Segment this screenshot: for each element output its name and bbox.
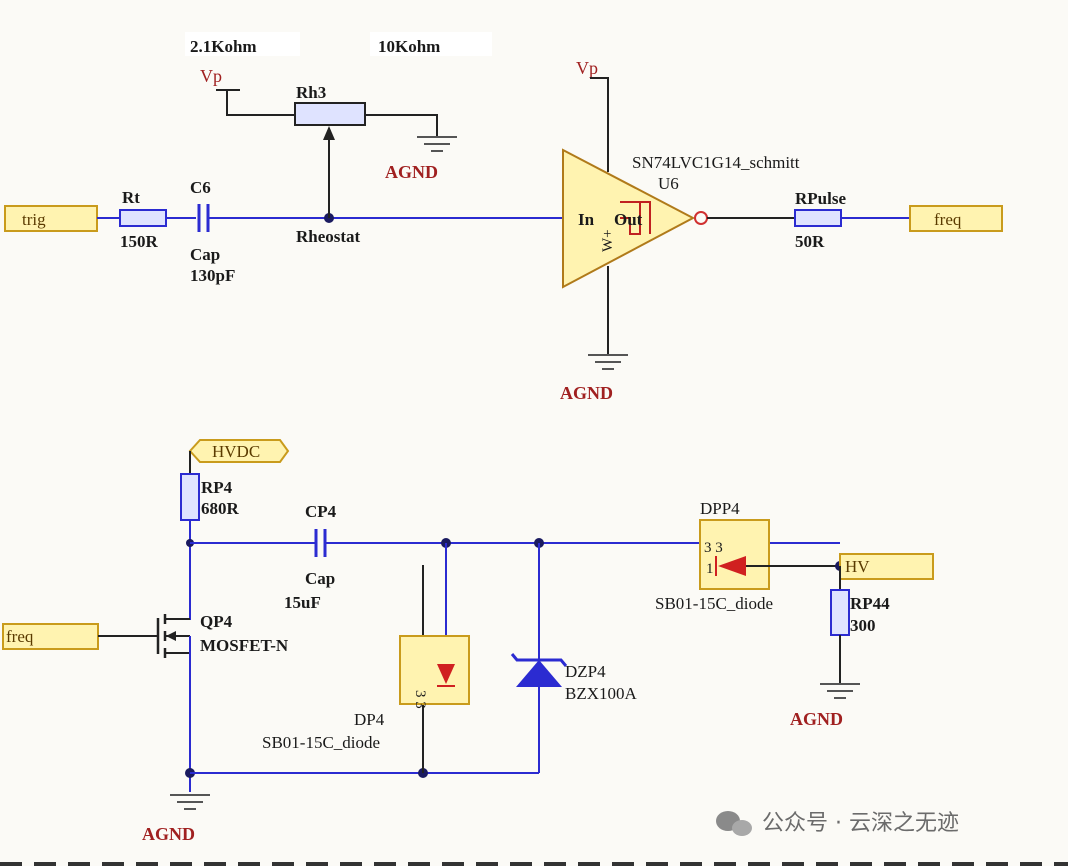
agnd-rh3-label: AGND <box>385 162 438 182</box>
value-note-box-left <box>185 32 300 56</box>
dpp4-part: SB01-15C_diode <box>655 594 773 613</box>
watermark-text: 公众号 · 云深之无迹 <box>762 811 959 836</box>
wire-rh3-agnd <box>365 114 438 137</box>
resistor-rpulse <box>794 209 842 227</box>
wechat-logo-icon <box>716 811 752 836</box>
u6-pin-out: Out <box>614 210 643 229</box>
diode-dp4 <box>399 635 470 705</box>
cp4-type: Cap <box>305 569 335 588</box>
agnd-u6-label: AGND <box>560 383 613 403</box>
ground-symbol-u6 <box>587 354 629 370</box>
ground-symbol-qp4 <box>169 794 211 810</box>
cp4-value: 15uF <box>284 593 321 612</box>
c6-ref: C6 <box>190 178 211 197</box>
port-hvdc: HVDC <box>188 439 290 463</box>
qp4-ref: QP4 <box>200 612 233 631</box>
diode-dpp4 <box>699 519 770 590</box>
rh3-name: Rheostat <box>296 227 361 246</box>
port-freq-out: freq <box>909 205 1003 232</box>
dp4-pins: 3 3 <box>412 690 428 709</box>
dpp4-pin-b: 1 <box>706 561 714 577</box>
rp44-value: 300 <box>850 616 876 635</box>
port-freq-in-label: freq <box>6 627 34 646</box>
agnd-rp44-label: AGND <box>790 709 843 729</box>
port-freq-in: freq <box>2 623 99 650</box>
vp-left-label: Vp <box>200 66 222 86</box>
port-hvdc-label: HVDC <box>212 442 260 461</box>
port-freq-out-label: freq <box>934 210 962 229</box>
u6-part: SN74LVC1G14_schmitt <box>632 153 800 172</box>
resistor-rt <box>119 209 167 227</box>
schmitt-buffer-u6 <box>562 148 708 289</box>
capacitor-c6 <box>197 204 210 232</box>
capacitor-cp4 <box>314 529 327 557</box>
u6-pin-w: W+ <box>600 229 616 252</box>
cp4-ref: CP4 <box>305 502 337 521</box>
agnd-qp4-label: AGND <box>142 824 195 844</box>
rpulse-ref: RPulse <box>795 189 846 208</box>
wire-vp-rh3 <box>216 89 295 116</box>
dpp4-ref: DPP4 <box>700 499 740 518</box>
rp4-value: 680R <box>201 499 240 518</box>
rp4-ref: RP4 <box>201 478 233 497</box>
resistor-rp44 <box>830 589 850 636</box>
port-hv-label: HV <box>845 557 870 576</box>
ground-symbol-rp44 <box>819 683 861 699</box>
value-note-box-right <box>370 32 492 56</box>
c6-type: Cap <box>190 245 220 264</box>
vp-right-label: Vp <box>576 58 598 78</box>
value-note-right: 10Kohm <box>378 37 440 56</box>
ground-symbol-rh3 <box>416 136 458 152</box>
qp4-type: MOSFET-N <box>200 636 289 655</box>
rheostat-rh3 <box>294 102 366 126</box>
c6-value: 130pF <box>190 266 235 285</box>
wiper-arrow <box>323 126 335 140</box>
value-note-left: 2.1Kohm <box>190 37 257 56</box>
port-hv: HV <box>839 553 934 580</box>
wire-vp-u6 <box>590 77 609 172</box>
u6-pin-in: In <box>578 210 595 229</box>
dzp4-ref: DZP4 <box>565 662 606 681</box>
u6-ref: U6 <box>658 174 679 193</box>
rp44-ref: RP44 <box>850 594 890 613</box>
zener-dzp4 <box>510 653 568 687</box>
rpulse-value: 50R <box>795 232 825 251</box>
resistor-rp4 <box>180 473 200 521</box>
dp4-ref: DP4 <box>354 710 385 729</box>
rh3-ref: Rh3 <box>296 83 326 102</box>
mosfet-qp4 <box>156 614 190 658</box>
dzp4-part: BZX100A <box>565 684 638 703</box>
dp4-part: SB01-15C_diode <box>262 733 380 752</box>
port-trig: trig <box>4 205 98 232</box>
port-trig-label: trig <box>22 210 46 229</box>
rt-ref: Rt <box>122 188 140 207</box>
dpp4-pin-a: 3 3 <box>704 540 723 556</box>
rt-value: 150R <box>120 232 159 251</box>
